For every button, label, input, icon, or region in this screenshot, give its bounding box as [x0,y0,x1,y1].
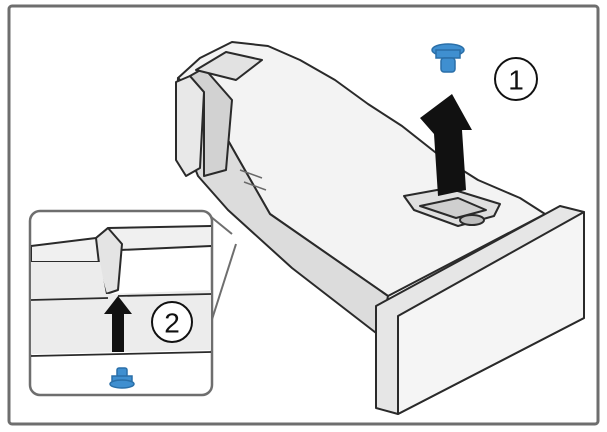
arrow-up-icon [104,296,132,352]
step1-arrow [420,94,472,196]
step1-label: 1 [508,65,524,96]
siphon-hole [459,214,485,226]
step2-label: 2 [164,308,180,339]
drawer-back-cap [175,75,205,177]
step2-arrow [104,296,132,352]
detail-inset: 2 [28,209,237,397]
drawer-front-face [397,211,585,415]
siphon-cap-inner [419,197,487,219]
arrow-up-icon [420,94,472,196]
step1-plug [431,43,465,73]
blue-plug-icon [431,43,465,73]
drawer-ridge [195,51,263,81]
blue-plug-icon [109,367,135,389]
step2-callout: 2 [151,301,193,343]
detergent-drawer [175,41,585,415]
step1-callout: 1 [494,57,538,101]
